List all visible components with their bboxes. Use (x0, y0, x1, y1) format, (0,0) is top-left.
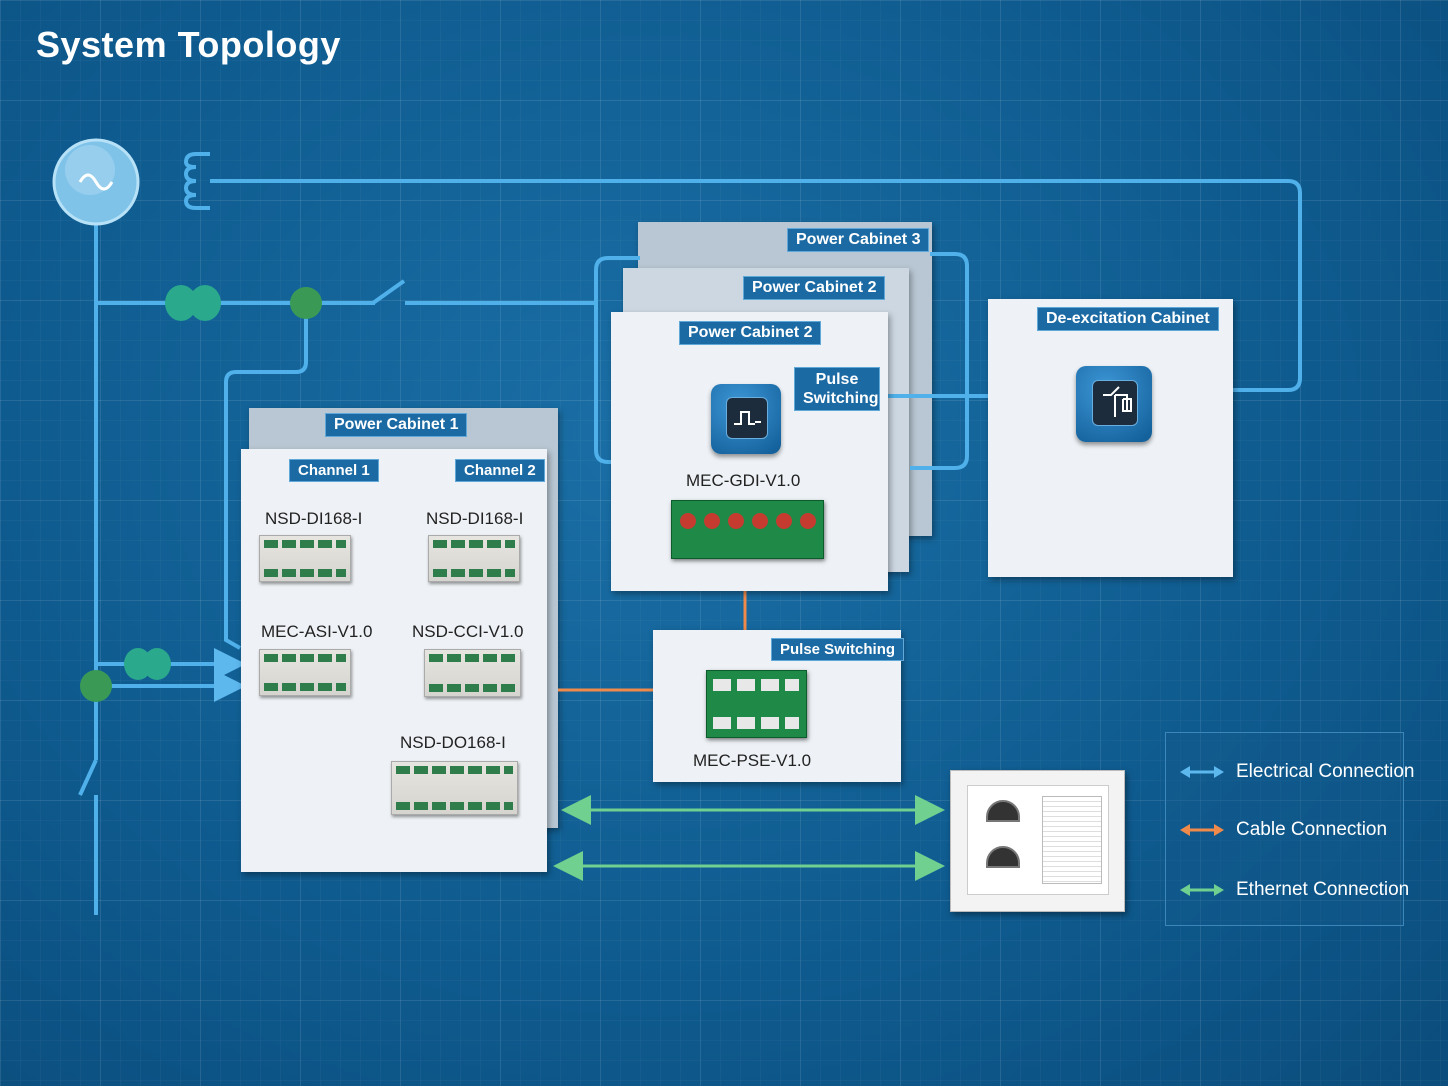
pt-node-top (290, 287, 322, 319)
field-line (210, 179, 1302, 392)
page-title: System Topology (36, 24, 341, 65)
mec-pse-board[interactable] (706, 670, 807, 738)
pt-node-bottom (80, 670, 112, 702)
hmi-data-table (1042, 796, 1102, 884)
channel-2-tag[interactable]: Channel 2 (455, 459, 545, 482)
mec-gdi-board[interactable] (671, 500, 824, 559)
di168-ch1-label: NSD-DI168-I (265, 509, 363, 528)
gauge-icon (986, 800, 1020, 822)
gauge-icon (986, 846, 1020, 868)
power-cabinet-1-tag: Power Cabinet 1 (325, 413, 468, 437)
power-cabinet-2-back-tag: Power Cabinet 2 (743, 276, 886, 300)
de-excitation-cabinet-tag: De-excitation Cabinet (1037, 307, 1219, 331)
mec-pse-label: MEC-PSE-V1.0 (693, 751, 812, 770)
nsd-cci-module[interactable] (424, 649, 521, 697)
field-winding-icon (183, 152, 210, 210)
mec-asi-module[interactable] (259, 649, 351, 696)
hmi-terminal[interactable] (950, 770, 1125, 912)
power-cabinet-3-tag: Power Cabinet 3 (787, 228, 930, 252)
ct-node-bottom (124, 648, 171, 680)
de-excitation-switch-icon[interactable] (1076, 366, 1152, 442)
nsd-cci-label: NSD-CCI-V1.0 (412, 622, 524, 641)
legend-electrical: Electrical Connection (1236, 761, 1415, 782)
pulse-switching-tag-top: Pulse Switching (794, 367, 880, 411)
di168-ch2-label: NSD-DI168-I (426, 509, 524, 528)
power-cabinet-2-front-tag: Power Cabinet 2 (679, 321, 822, 345)
pulse-switching-icon[interactable] (711, 384, 781, 454)
nsd-do168-label: NSD-DO168-I (400, 733, 506, 752)
cable-arrow-icon (1180, 824, 1224, 836)
channel-1-tag[interactable]: Channel 1 (289, 459, 379, 482)
mec-asi-label: MEC-ASI-V1.0 (261, 622, 373, 641)
ct-node-top (165, 285, 221, 321)
nsd-do168-module[interactable] (391, 761, 518, 815)
pulse-switching-tag-bottom: Pulse Switching (771, 638, 905, 661)
ethernet-arrow-icon (1180, 884, 1224, 896)
di168-ch1-module[interactable] (259, 535, 351, 582)
hmi-screen[interactable] (967, 785, 1109, 895)
legend-cable: Cable Connection (1236, 819, 1388, 840)
legend-ethernet: Ethernet Connection (1236, 879, 1410, 900)
di168-ch2-module[interactable] (428, 535, 520, 582)
mec-gdi-label: MEC-GDI-V1.0 (686, 471, 801, 490)
electrical-arrow-icon (1180, 766, 1224, 778)
legend: Electrical Connection Cable Connection E… (1165, 732, 1414, 926)
